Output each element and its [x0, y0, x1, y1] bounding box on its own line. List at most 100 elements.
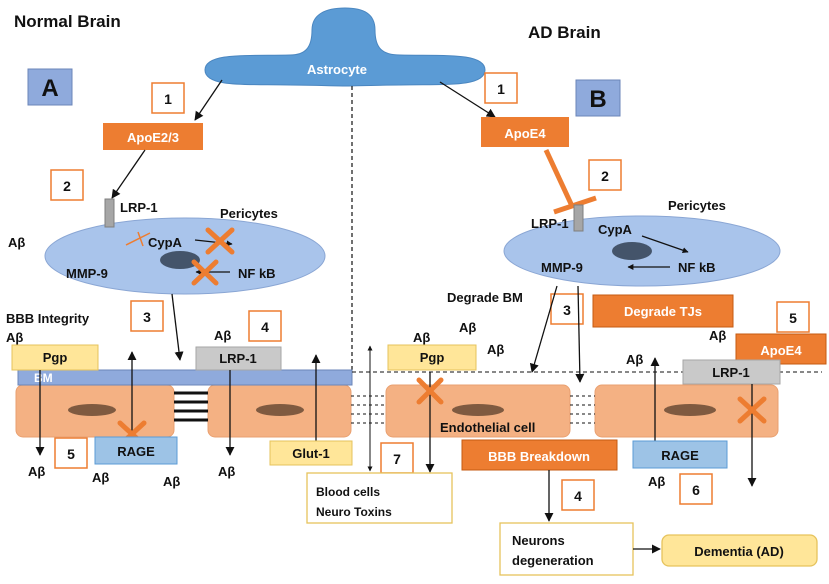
apoe4-box-2	[735, 333, 827, 365]
ab-a-bottom-2: Aβ	[163, 474, 180, 489]
degrade-bm-arrow	[529, 285, 558, 373]
step-b6-box	[679, 473, 713, 505]
bbb-breakdown-label: BBB Breakdown	[488, 449, 590, 464]
lrp1-b-box	[682, 359, 781, 385]
step-a1-box	[151, 82, 185, 114]
pericyte-b-nucleus	[612, 242, 652, 260]
block-x-nfkb-a	[191, 259, 219, 286]
tight-junctions-normal	[174, 391, 208, 422]
step-b1-box	[484, 72, 518, 104]
blood-cells-line1: Blood cells	[316, 485, 380, 499]
step-b2-box	[588, 159, 622, 191]
step-b3: 3	[563, 302, 571, 318]
lrp1-top-a: LRP-1	[120, 200, 158, 215]
lrp1-top-b: LRP-1	[531, 216, 569, 231]
step-a2-box	[50, 169, 84, 201]
astro-to-apoe4-arrow	[439, 81, 496, 118]
neurons-degeneration-box	[499, 522, 634, 576]
bm-label: BM	[34, 371, 53, 385]
step-boxes: 1 2 3 4 5 1 2 3 4 5 6 7	[50, 72, 810, 511]
glut1-box	[269, 440, 353, 466]
ab-a-lrp1: Aβ	[214, 328, 231, 343]
ab-a-rage-bottom: Aβ	[92, 470, 109, 485]
step-a5-box	[54, 437, 88, 469]
pericyte-a-nucleus	[160, 251, 200, 269]
panel-a-box	[27, 68, 73, 106]
ab-b-rage: Aβ	[626, 352, 643, 367]
pgp-b-box	[387, 344, 477, 371]
lrp1-receptor-b	[573, 204, 584, 232]
rage-a-box	[94, 436, 178, 465]
lrp1-b-label: LRP-1	[712, 365, 750, 380]
pgp-b-label: Pgp	[420, 350, 445, 365]
panel-a-label: A	[41, 75, 58, 102]
step-7-box	[380, 442, 414, 474]
basement-membrane	[17, 369, 353, 386]
astro-to-apoe23-arrow	[194, 79, 223, 121]
normal-brain-title: Normal Brain	[14, 12, 121, 31]
apoe4-box	[481, 117, 569, 147]
ab-b-rage-bottom: Aβ	[648, 474, 665, 489]
lrp1-a-box	[195, 346, 282, 371]
step-a4-box	[248, 310, 282, 342]
panel-b-box	[575, 79, 621, 117]
panel-b-label: B	[589, 86, 606, 113]
apoe4-inhibit-line	[543, 148, 575, 208]
neurons-line1: Neurons	[512, 533, 565, 548]
pericyte-a-down-arrow	[171, 293, 184, 361]
dementia-label: Dementia (AD)	[694, 544, 784, 559]
blood-cells-line2: Neuro Toxins	[316, 505, 392, 519]
lrp1-a-label: LRP-1	[219, 351, 257, 366]
ab-a-lrp1-bottom: Aβ	[218, 464, 235, 479]
nucleus-1	[68, 404, 116, 416]
ad-brain-title: AD Brain	[528, 23, 601, 42]
step-a5: 5	[67, 446, 75, 462]
pericytes-b-label: Pericytes	[668, 198, 726, 213]
astrocyte-label: Astrocyte	[307, 62, 367, 77]
ab-b-1: Aβ	[459, 320, 476, 335]
nucleus-3	[452, 404, 504, 416]
step-a1: 1	[164, 91, 172, 107]
nfkb-b: NF kB	[678, 260, 716, 275]
apoe23-label: ApoE2/3	[127, 130, 179, 145]
apoe23-box	[103, 123, 203, 150]
ab-b-apoe: Aβ	[709, 328, 726, 343]
pgp-a-label: Pgp	[43, 350, 68, 365]
mmp9-a: MMP-9	[66, 266, 108, 281]
degrade-tjs-label: Degrade TJs	[624, 304, 702, 319]
step-b5: 5	[789, 310, 797, 326]
step-a2: 2	[63, 178, 71, 194]
rage-b-box	[632, 440, 728, 469]
ab-b-2: Aβ	[487, 342, 504, 357]
apoe4-label: ApoE4	[504, 126, 546, 141]
step-b1: 1	[497, 81, 505, 97]
step-b4-box	[561, 479, 595, 511]
degrade-tjs-box	[592, 294, 734, 328]
step-7: 7	[393, 451, 401, 467]
dementia-box	[661, 534, 818, 567]
neurons-line2: degeneration	[512, 553, 594, 568]
bbb-integrity-label: BBB Integrity	[6, 311, 90, 326]
block-x-lrp1-b	[737, 396, 767, 424]
ab-a-integrity: Aβ	[6, 330, 23, 345]
cypa-b: CypA	[598, 222, 633, 237]
rage-a-label: RAGE	[117, 444, 155, 459]
degrade-tj-arrow	[575, 285, 585, 383]
nucleus-2	[256, 404, 304, 416]
glut1-label: Glut-1	[292, 446, 330, 461]
block-x-pgp-b	[416, 377, 444, 405]
step-a4: 4	[261, 319, 269, 335]
broken-junctions	[351, 395, 595, 424]
step-b5-box	[776, 301, 810, 333]
ab-a-pgp-bottom: Aβ	[28, 464, 45, 479]
ab-b-pgp: Aβ	[413, 330, 430, 345]
cypa-arrow-b	[641, 235, 689, 254]
pgp-a-box	[11, 344, 99, 371]
pericytes-a-label: Pericytes	[220, 206, 278, 221]
step-a3: 3	[143, 309, 151, 325]
degrade-bm-label: Degrade BM	[447, 290, 523, 305]
step-b6: 6	[692, 482, 700, 498]
step-a3-box	[130, 300, 164, 332]
